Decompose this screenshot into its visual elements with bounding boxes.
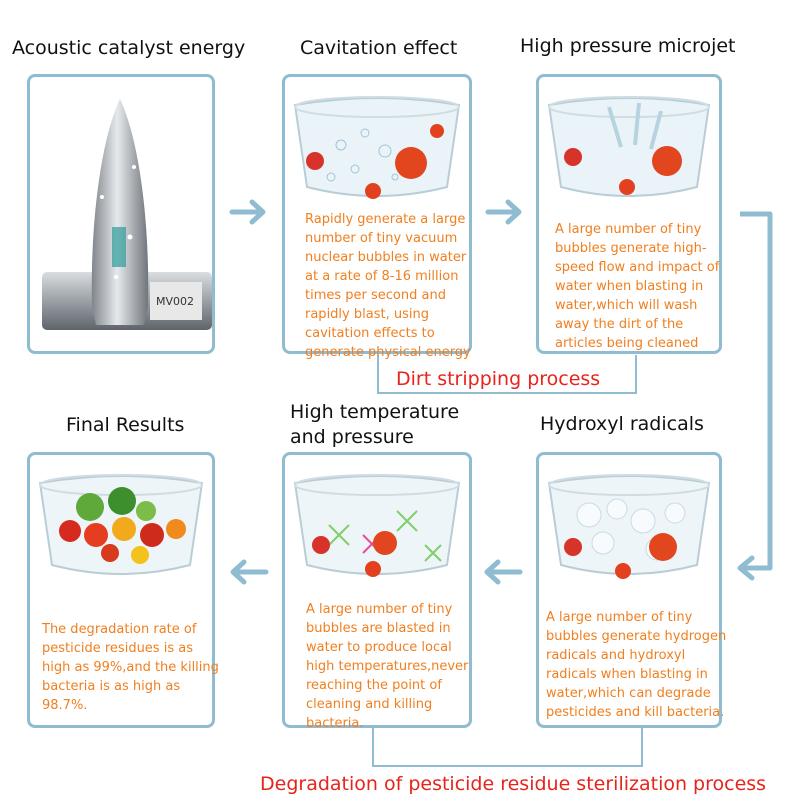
arrow-left-icon [737,555,755,581]
vegetable-bowl-illustration [38,474,204,575]
step-desc-microjet: A large number of tiny bubbles generate … [555,222,720,351]
step-panel-final [27,452,215,728]
arrow-left-icon [484,559,523,585]
ultrasonic-probe-illustration: MV002 [42,99,212,330]
step-title-microjet: High pressure microjet [520,35,736,57]
step-panel-microjet [536,74,722,354]
step-desc-high-temp: A large number of tiny bubbles are blast… [306,602,469,731]
glass-bowl-illustration [547,96,711,197]
step-panel-high-temp [282,452,472,728]
glass-bowl-illustration [547,474,711,579]
glass-bowl-illustration [293,474,461,577]
arrow-down-connector [740,211,773,571]
step-title-high-temp-line1: High temperature [290,401,460,423]
arrow-left-icon [230,559,269,585]
step-panel-cavitation [282,74,472,354]
process-label-degradation: Degradation of pesticide residue sterili… [256,773,771,795]
glass-bowl-illustration [293,96,461,199]
step-title-high-temp-line2: and pressure [290,426,414,448]
step-title-acoustic: Acoustic catalyst energy [12,37,246,59]
step-desc-final: The degradation rate of pesticide residu… [42,622,219,713]
step-title-cavitation: Cavitation effect [300,37,458,59]
device-label: MV002 [156,295,194,308]
process-label-dirt-stripping: Dirt stripping process [392,368,605,390]
step-panel-hydroxyl [536,452,722,728]
arrow-right-icon [485,199,522,225]
process-bracket-bottom [372,728,643,767]
step-desc-hydroxyl: A large number of tiny bubbles generate … [546,610,727,720]
process-bracket-top [377,355,637,394]
step-desc-cavitation: Rapidly generate a large number of tiny … [305,212,471,360]
step-panel-acoustic: MV002 [27,74,215,354]
step-title-final: Final Results [66,414,185,436]
step-title-hydroxyl: Hydroxyl radicals [540,413,704,435]
arrow-right-icon [229,199,266,225]
